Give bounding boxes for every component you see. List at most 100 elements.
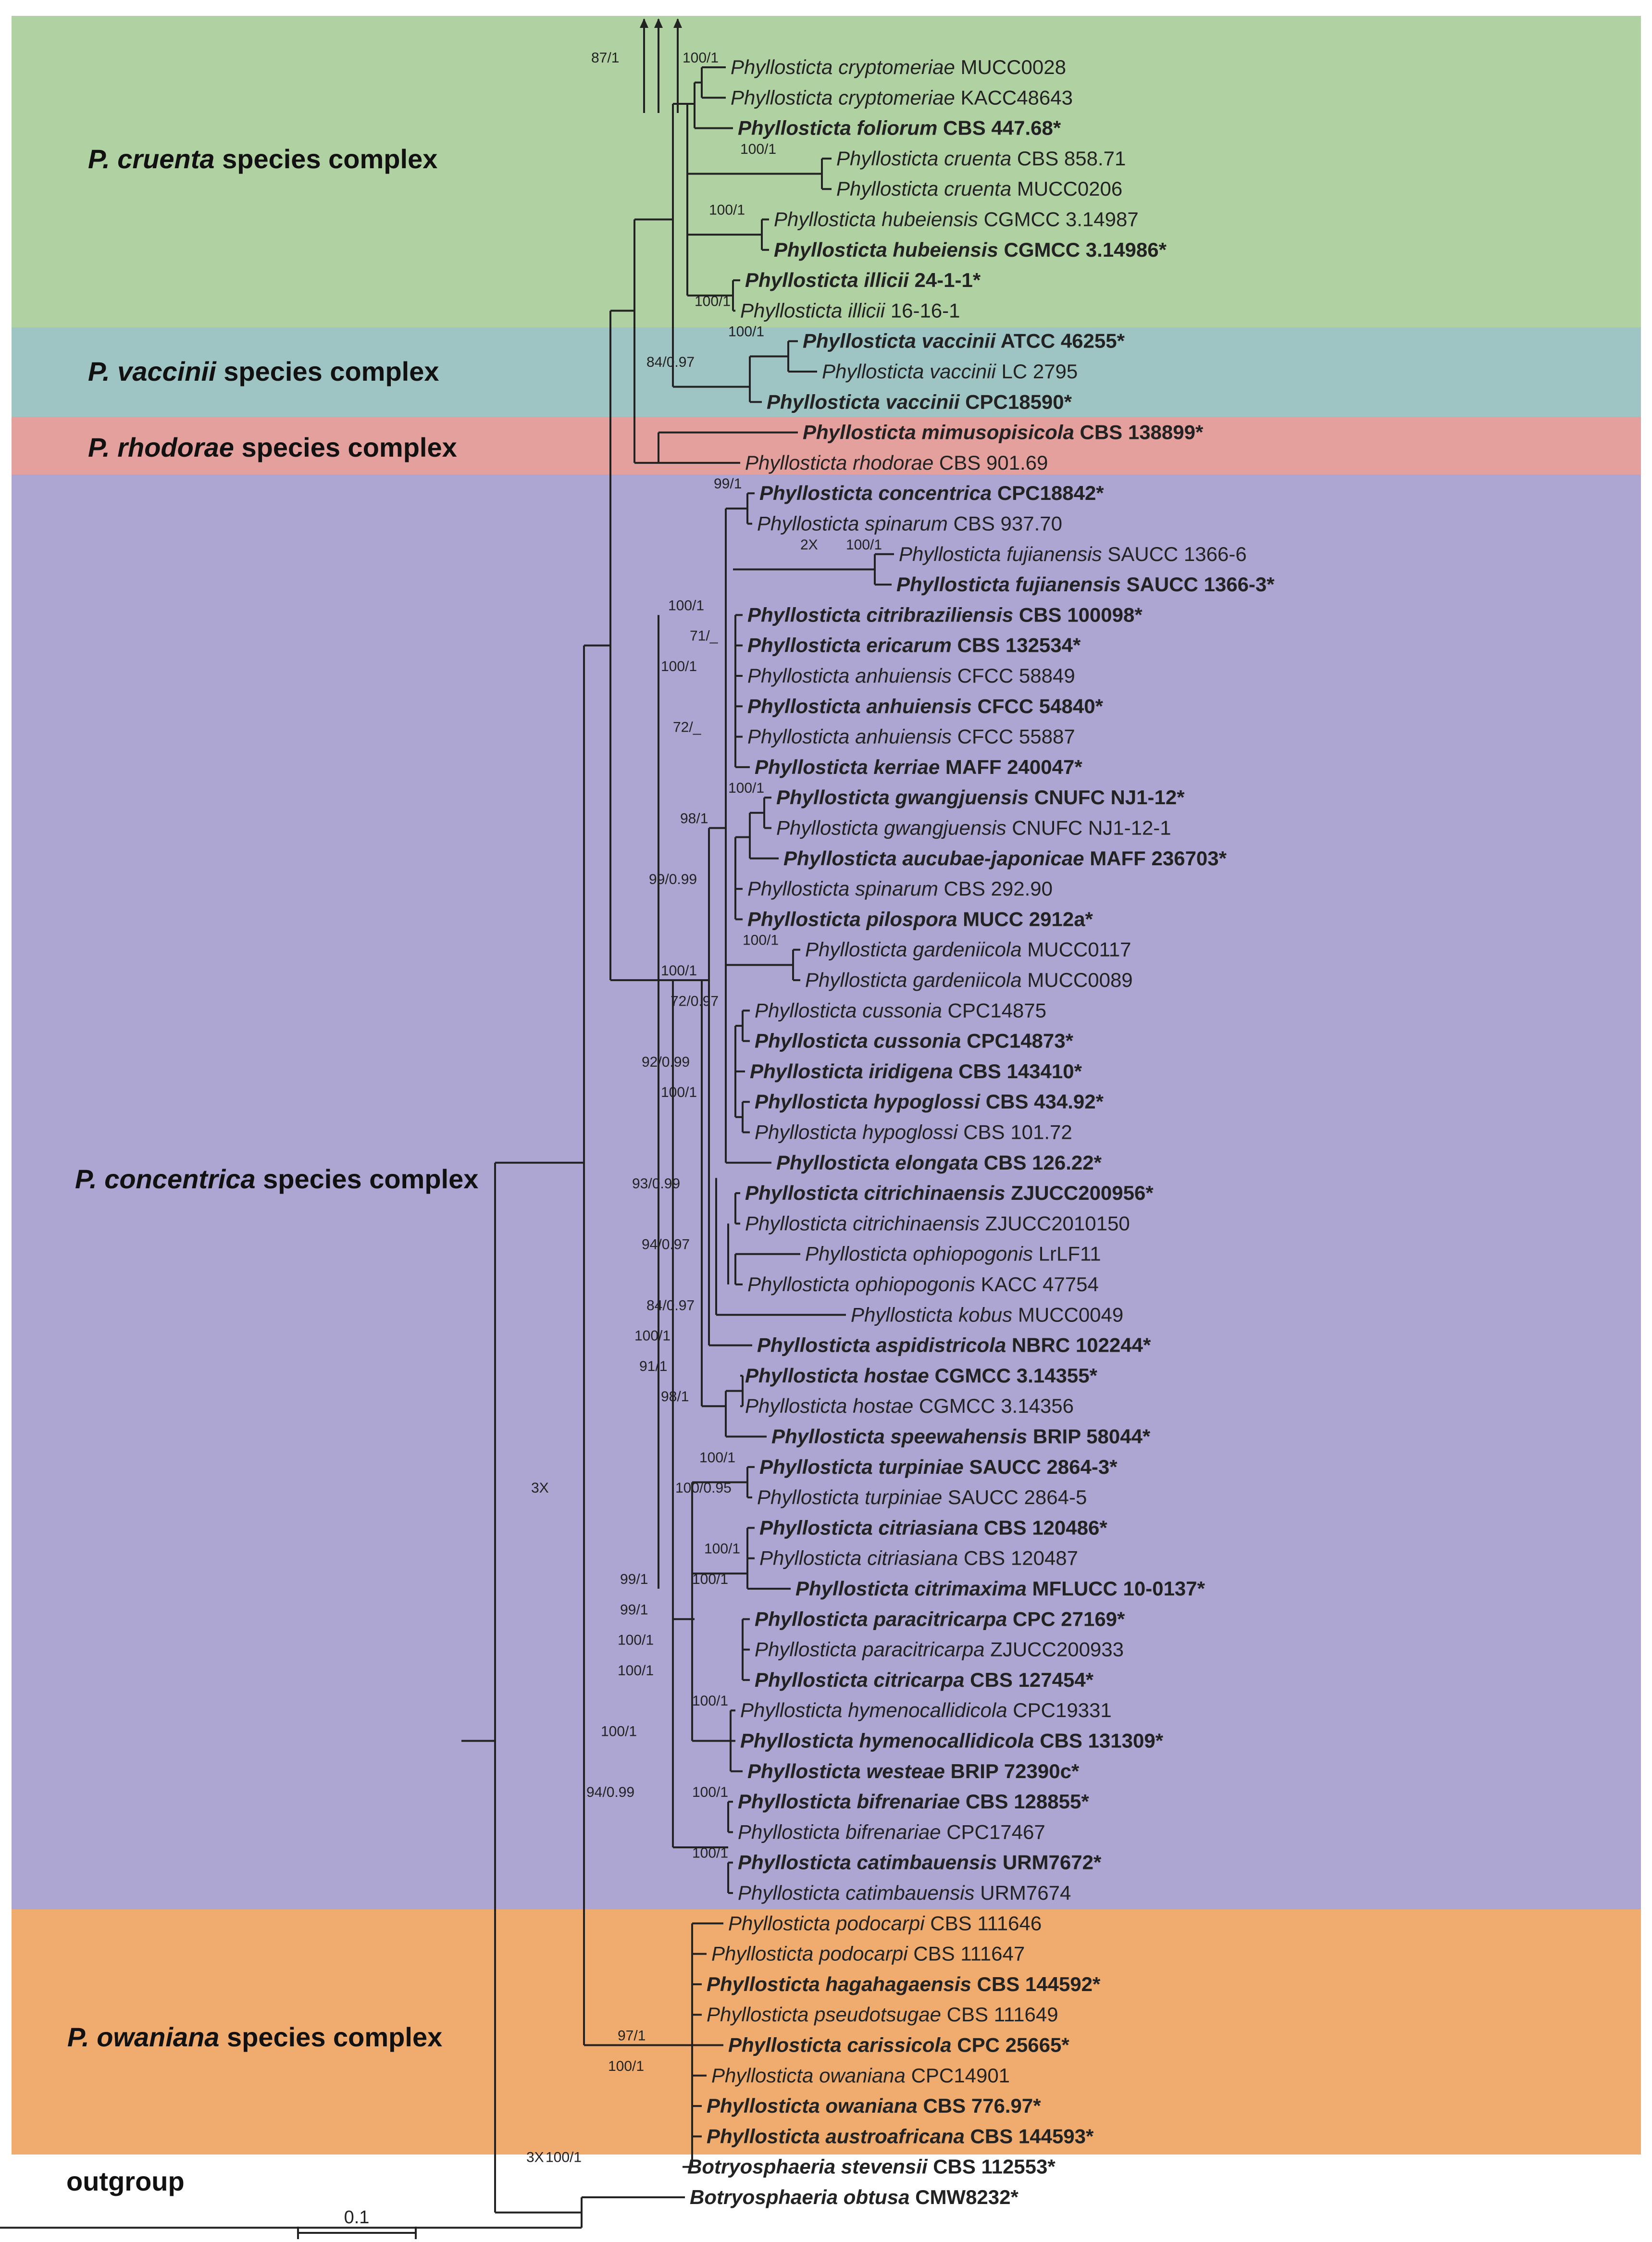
taxon-binomial: Phyllosticta hypoglossi: [755, 1090, 981, 1113]
taxon-binomial: Phyllosticta citricarpa: [755, 1669, 965, 1691]
taxon-strain: CGMCC 3.14987: [978, 208, 1139, 231]
taxon-binomial: Phyllosticta vaccinii: [822, 360, 996, 383]
taxon-strain: CBS 127454*: [965, 1669, 1094, 1691]
taxon-binomial: Botryosphaeria obtusa: [690, 2186, 909, 2208]
taxon-label: Phyllosticta pseudotsugae CBS 111649: [707, 2003, 1058, 2026]
taxon-label: Botryosphaeria obtusa CMW8232*: [690, 2186, 1019, 2208]
taxon-strain: CBS 901.69: [933, 451, 1048, 474]
taxon-strain: KACC48643: [955, 86, 1073, 109]
taxon-strain: CPC19331: [1007, 1699, 1112, 1721]
taxon-label: Phyllosticta ophiopogonis KACC 47754: [747, 1273, 1099, 1295]
taxon-label: Phyllosticta citribraziliensis CBS 10009…: [747, 603, 1143, 626]
support-value: 100/1: [743, 933, 779, 948]
taxon-binomial: Phyllosticta cryptomeriae: [731, 56, 955, 78]
taxon-binomial: Phyllosticta cussonia: [755, 1030, 961, 1052]
taxon-strain: CNUFC NJ1-12-1: [1006, 817, 1171, 839]
taxon-binomial: Phyllosticta citribraziliensis: [747, 603, 1013, 626]
taxon-strain: CPC 27169*: [1007, 1607, 1125, 1630]
taxon-label: Phyllosticta anhuiensis CFCC 58849: [747, 664, 1075, 687]
scale-bar-label: 0.1: [344, 2207, 370, 2228]
support-value: 99/1: [620, 1571, 648, 1587]
support-value: 72/0.97: [671, 993, 719, 1009]
taxon-binomial: Phyllosticta vaccinii: [803, 330, 996, 352]
support-value: 100/1: [634, 1328, 671, 1344]
taxon-label: Phyllosticta gardeniicola MUCC0089: [805, 969, 1133, 991]
support-value: 84/0.97: [646, 354, 695, 370]
taxon-label: Phyllosticta hymenocallidicola CPC19331: [740, 1699, 1112, 1721]
support-value: 71/_: [690, 628, 719, 644]
taxon-binomial: Phyllosticta aspidistricola: [757, 1334, 1006, 1357]
taxon-strain: CBS 111647: [908, 1943, 1025, 1965]
taxon-label: Phyllosticta turpiniae SAUCC 2864-3*: [759, 1456, 1118, 1478]
support-value: 94/0.97: [642, 1237, 690, 1253]
taxon-strain: CGMCC 3.14356: [913, 1395, 1074, 1417]
taxon-binomial: Phyllosticta gwangjuensis: [776, 786, 1029, 809]
taxon-strain: NBRC 102244*: [1006, 1334, 1151, 1357]
taxon-strain: CBS 144593*: [965, 2125, 1094, 2147]
support-value: 99/0.99: [649, 872, 697, 887]
taxon-strain: CBS 434.92*: [980, 1090, 1104, 1113]
taxon-strain: ZJUCC2010150: [980, 1212, 1130, 1234]
taxon-binomial: Phyllosticta paracitricarpa: [755, 1607, 1007, 1630]
taxon-label: Phyllosticta mimusopisicola CBS 138899*: [803, 421, 1204, 444]
taxon-label: Phyllosticta owaniana CBS 776.97*: [707, 2094, 1041, 2117]
taxon-binomial: Phyllosticta concentrica: [759, 482, 992, 504]
taxon-binomial: Phyllosticta hypoglossi: [755, 1121, 958, 1144]
taxon-label: Phyllosticta owaniana CPC14901: [711, 2064, 1010, 2087]
taxon-label: Phyllosticta concentrica CPC18842*: [759, 482, 1104, 504]
clade-label-outgroup: outgroup: [66, 2166, 185, 2196]
taxon-binomial: Phyllosticta citrichinaensis: [745, 1212, 980, 1234]
taxon-binomial: Phyllosticta fujianensis: [899, 543, 1102, 565]
taxon-strain: CBS 292.90: [938, 877, 1053, 900]
taxon-strain: CPC 25665*: [952, 2034, 1070, 2056]
taxon-strain: CFCC 54840*: [972, 695, 1104, 717]
taxon-binomial: Phyllosticta citriasiana: [759, 1547, 958, 1569]
taxon-strain: 24-1-1*: [909, 269, 981, 291]
support-value: 100/1: [601, 1724, 637, 1740]
taxon-binomial: Phyllosticta rhodorae: [745, 451, 933, 474]
support-value: 94/0.99: [586, 1784, 634, 1800]
taxon-label: Phyllosticta anhuiensis CFCC 55887: [747, 725, 1075, 748]
support-value: 87/1: [591, 50, 619, 66]
clade-label-cruenta: P. cruenta species complex: [88, 144, 438, 174]
taxon-label: Phyllosticta hypoglossi CBS 434.92*: [755, 1090, 1104, 1113]
taxon-binomial: Phyllosticta illicii: [740, 299, 886, 322]
taxon-binomial: Phyllosticta ophiopogonis: [805, 1243, 1033, 1265]
taxon-strain: CBS 937.70: [948, 512, 1062, 535]
taxon-binomial: Phyllosticta spinarum: [747, 877, 938, 900]
taxon-label: Phyllosticta westeae BRIP 72390c*: [747, 1760, 1080, 1782]
taxon-strain: ATCC 46255*: [996, 330, 1125, 352]
support-value: 3X: [526, 2150, 544, 2166]
taxon-strain: MFLUCC 10-0137*: [1027, 1577, 1205, 1600]
taxon-binomial: Phyllosticta aucubae-japonicae: [783, 847, 1084, 870]
taxon-binomial: Phyllosticta anhuiensis: [747, 664, 952, 687]
taxon-binomial: Phyllosticta bifrenariae: [738, 1820, 941, 1843]
support-value: 2X: [800, 537, 818, 553]
taxon-label: Phyllosticta kobus MUCC0049: [851, 1303, 1123, 1326]
taxon-strain: URM7674: [975, 1881, 1071, 1904]
taxon-label: Phyllosticta gwangjuensis CNUFC NJ1-12*: [776, 786, 1185, 809]
taxon-binomial: Phyllosticta catimbauensis: [738, 1851, 997, 1874]
taxon-label: Phyllosticta citrichinaensis ZJUCC201015…: [745, 1212, 1130, 1234]
taxon-binomial: Phyllosticta westeae: [747, 1760, 945, 1782]
taxon-label: Phyllosticta paracitricarpa CPC 27169*: [755, 1607, 1125, 1630]
taxon-binomial: Botryosphaeria stevensii: [687, 2155, 928, 2178]
support-value: 100/1: [846, 537, 882, 553]
taxon-label: Phyllosticta hostae CGMCC 3.14356: [745, 1395, 1074, 1417]
taxon-strain: CFCC 58849: [952, 664, 1075, 687]
taxon-binomial: Phyllosticta citrimaxima: [795, 1577, 1027, 1600]
taxon-strain: CBS 100098*: [1013, 603, 1143, 626]
taxon-strain: CBS 101.72: [958, 1121, 1072, 1144]
band-cruenta: [12, 16, 1641, 327]
scale-bar: 0.1: [297, 2207, 417, 2239]
taxon-label: Phyllosticta catimbauensis URM7672*: [738, 1851, 1102, 1874]
support-value: 100/1: [661, 659, 697, 674]
taxon-binomial: Phyllosticta owaniana: [711, 2064, 906, 2087]
taxon-strain: SAUCC 1366-3*: [1121, 573, 1275, 596]
taxon-strain: URM7672*: [997, 1851, 1102, 1874]
taxon-binomial: Phyllosticta fujianensis: [896, 573, 1121, 596]
taxon-label: Phyllosticta spinarum CBS 937.70: [757, 512, 1062, 535]
taxon-strain: CNUFC NJ1-12*: [1029, 786, 1185, 809]
taxon-binomial: Phyllosticta hubeiensis: [774, 238, 998, 261]
taxon-strain: MUCC0117: [1022, 938, 1131, 961]
